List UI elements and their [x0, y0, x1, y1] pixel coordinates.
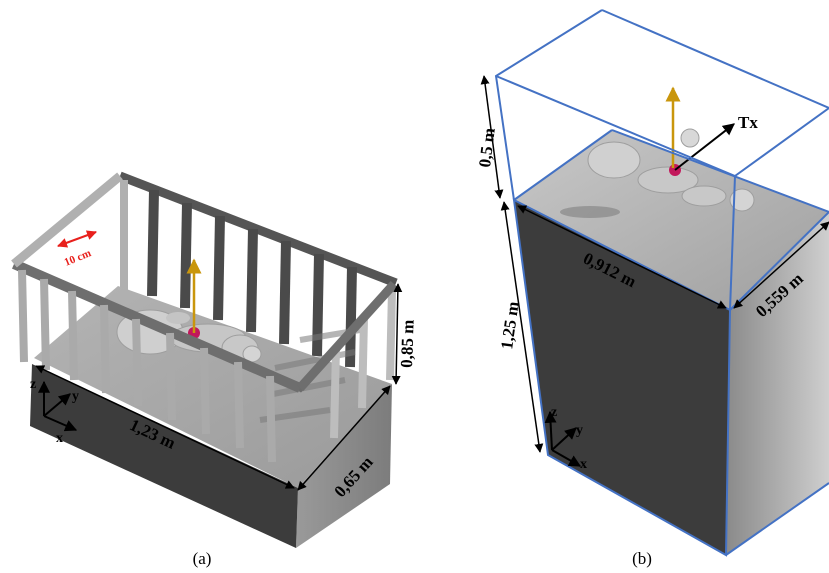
bar-spacing-arrow: [57, 230, 97, 248]
air-height-dim-label: 0,5 m: [475, 127, 499, 169]
depth-dim-arrow: [297, 385, 391, 491]
height-dim-arrow: [391, 283, 403, 385]
air-height-dim-arrow: [480, 75, 504, 199]
length-dim-arrow: [35, 365, 295, 489]
axis-z-label-b: z: [551, 405, 557, 420]
axis-x-label-b: x: [580, 457, 587, 472]
baby-figure: [560, 128, 755, 218]
tx-vector-arrow: [674, 123, 735, 171]
crib-back-frame: [118, 171, 398, 368]
panel-a-caption: (a): [193, 549, 212, 568]
axis-y-label-b: y: [576, 423, 583, 438]
body-height-dim-arrow: [500, 201, 544, 453]
bar-spacing-label: 10 cm: [63, 247, 93, 269]
axes-triad-a: [38, 380, 78, 432]
length-dim-arrow-b: [517, 205, 727, 309]
panel-b-caption: (b): [632, 549, 652, 568]
axis-z-label: z: [30, 377, 36, 392]
axis-y-label: y: [72, 389, 79, 404]
body-height-dim-label: 1,25 m: [497, 300, 523, 350]
axes-triad-b: [544, 410, 582, 467]
panel-b-box: Tx 0,5 m 1,25 m 0,912 m 0,559 m: [475, 9, 829, 568]
axis-x-label: x: [56, 431, 63, 446]
tx-label: Tx: [738, 113, 758, 132]
height-dim-label: 0,85 m: [397, 319, 418, 368]
depth-dim-arrow-b: [733, 221, 829, 309]
panel-a-crib: 10 cm 1,23 m 0,65 m 0,85 m z y x (a): [11, 171, 418, 568]
